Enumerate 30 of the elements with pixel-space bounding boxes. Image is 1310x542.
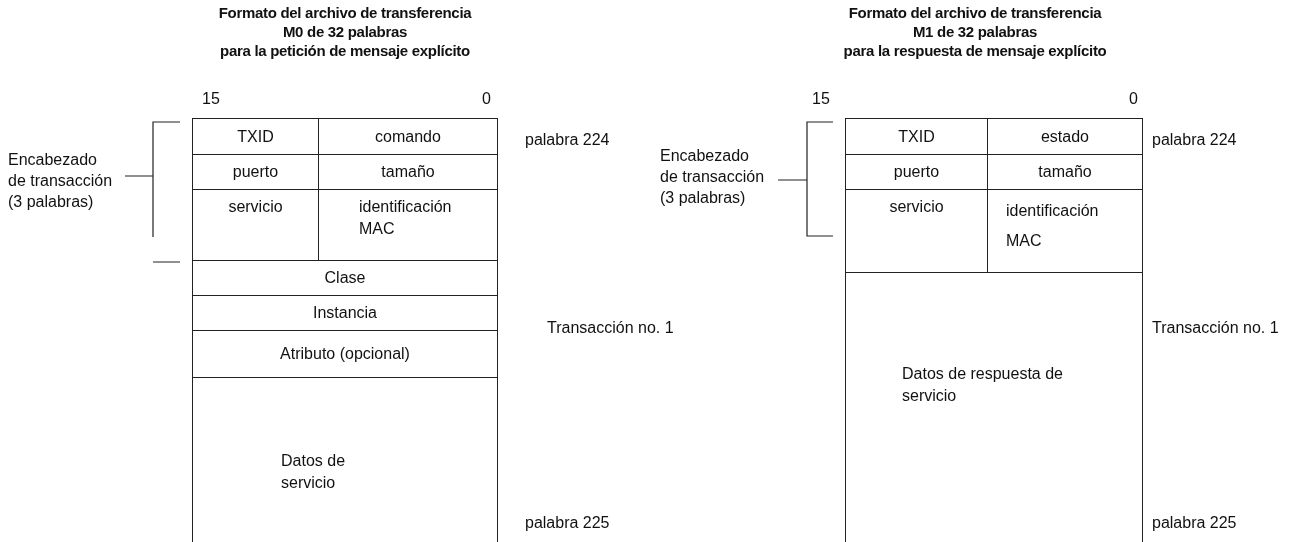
annotation-text: 0	[482, 90, 491, 108]
bracket-label: Encabezado	[8, 151, 97, 169]
table-cell: estado	[987, 118, 1143, 155]
heading-text: para la respuesta de mensaje explícito	[843, 42, 1107, 59]
bracket-label: de transacción	[660, 168, 765, 186]
annotation-text: 15	[812, 90, 830, 108]
bracket-label: (3 palabras)	[660, 189, 746, 207]
annotation-text: 0	[1129, 90, 1138, 108]
heading-text: Formato del archivo de transferencia	[218, 4, 472, 21]
annotation-text: Transacción no. 1	[547, 319, 674, 337]
annotation-text: Transacción no. 1	[1152, 319, 1279, 337]
bracket-label: Encabezado	[660, 147, 749, 165]
annotation-text: palabra 224	[1152, 131, 1237, 149]
annotation-text: palabra 224	[525, 131, 610, 149]
heading-text: M1 de 32 palabras	[912, 23, 1038, 40]
data-area: Datos de servicio	[192, 377, 498, 542]
table-cell: TXID	[192, 118, 319, 155]
heading-text: para la petición de mensaje explícito	[220, 42, 470, 59]
table-cell: TXID	[845, 118, 988, 155]
table-cell: Clase	[192, 260, 498, 296]
table-cell: Atributo (opcional)	[192, 330, 498, 378]
bracket-label: (3 palabras)	[8, 193, 94, 211]
bracket-label: de transacción	[8, 172, 113, 190]
data-area: Datos de respuesta de servicio	[845, 272, 1143, 542]
heading-text: M0 de 32 palabras	[282, 23, 408, 40]
annotation-text: palabra 225	[525, 514, 610, 532]
table-cell: Instancia	[192, 295, 498, 331]
heading-text: Formato del archivo de transferencia	[848, 4, 1102, 21]
table-cell: comando	[318, 118, 498, 155]
annotation-text: 15	[202, 90, 220, 108]
